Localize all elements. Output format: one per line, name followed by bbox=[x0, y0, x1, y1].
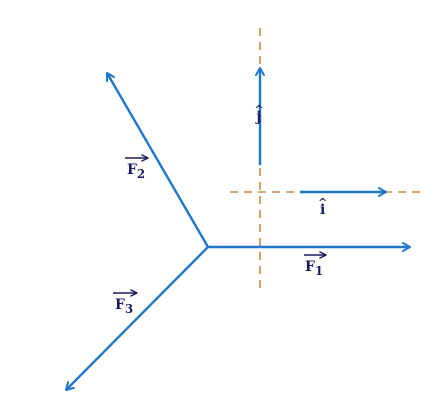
j-hat-caret: ^ bbox=[254, 103, 264, 116]
f2-label: F2 bbox=[127, 163, 145, 180]
f1-label-base: F bbox=[305, 259, 315, 275]
f3-label-base: F bbox=[115, 297, 125, 313]
i-hat-base: i bbox=[320, 202, 326, 218]
i-hat-caret: ^ bbox=[318, 196, 328, 209]
j-hat-base: j bbox=[256, 109, 262, 125]
f3-label-sub: 3 bbox=[124, 301, 134, 316]
i-hat-label: ^ i bbox=[318, 196, 328, 218]
j-hat-label: ^ j bbox=[254, 103, 264, 125]
f2-label-base: F bbox=[127, 162, 137, 178]
force-f2-arrow bbox=[105, 72, 210, 248]
f1-label-sub: 1 bbox=[314, 263, 324, 278]
force-f3-arrow bbox=[65, 246, 209, 391]
f2-label-sub: 2 bbox=[136, 166, 146, 181]
f3-label: F3 bbox=[115, 298, 133, 315]
f1-label: F1 bbox=[305, 260, 323, 277]
